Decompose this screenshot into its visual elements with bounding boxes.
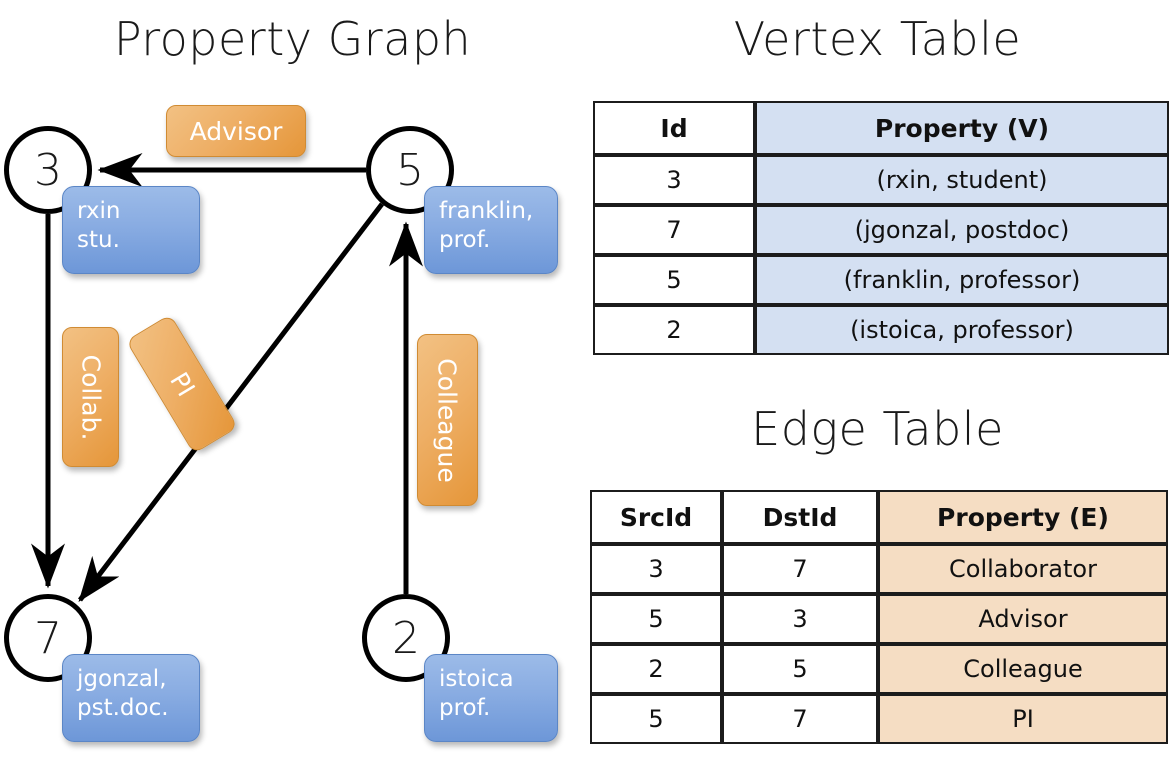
edge-label-collab-text: Collab. bbox=[76, 354, 105, 440]
edge-5-to-7-pi bbox=[78, 202, 384, 602]
edge-table-header-srcid: SrcId bbox=[590, 490, 722, 544]
edge-table-header-property: Property (E) bbox=[878, 490, 1168, 544]
table-row: 5 7 PI bbox=[590, 694, 1168, 744]
edge-cell-dst: 7 bbox=[722, 694, 878, 744]
edge-table-header-row: SrcId DstId Property (E) bbox=[590, 490, 1168, 544]
edge-table: SrcId DstId Property (E) 3 7 Collaborato… bbox=[590, 490, 1168, 744]
edge-cell-src: 5 bbox=[590, 694, 722, 744]
node-property-line2-5: prof. bbox=[439, 227, 491, 253]
edge-cell-property: Advisor bbox=[878, 594, 1168, 644]
table-row: 2 5 Colleague bbox=[590, 644, 1168, 694]
node-property-line1-7: jgonzal, bbox=[77, 666, 167, 692]
vertex-cell-id: 3 bbox=[593, 155, 755, 205]
table-row: 2 (istoica, professor) bbox=[593, 305, 1169, 355]
vertex-cell-id: 7 bbox=[593, 205, 755, 255]
vertex-cell-property: (franklin, professor) bbox=[755, 255, 1169, 305]
edge-cell-property: Colleague bbox=[878, 644, 1168, 694]
vertex-table: Id Property (V) 3 (rxin, student) 7 (jgo… bbox=[593, 101, 1169, 355]
node-property-line1-5: franklin, bbox=[439, 198, 534, 224]
edge-cell-property: Collaborator bbox=[878, 544, 1168, 594]
edge-cell-property: PI bbox=[878, 694, 1168, 744]
edge-cell-dst: 5 bbox=[722, 644, 878, 694]
vertex-table-header-id: Id bbox=[593, 101, 755, 155]
edge-cell-src: 2 bbox=[590, 644, 722, 694]
table-row: 5 3 Advisor bbox=[590, 594, 1168, 644]
node-property-callout-2: istoica prof. bbox=[424, 654, 558, 742]
graph-edges-layer bbox=[31, 153, 423, 602]
edge-cell-dst: 7 bbox=[722, 544, 878, 594]
edge-label-advisor: Advisor bbox=[166, 105, 306, 157]
node-property-line1-3: rxin bbox=[77, 198, 121, 224]
edge-cell-src: 5 bbox=[590, 594, 722, 644]
property-graph-diagram: 3 5 7 2 rxin stu. franklin, prof. jgonza… bbox=[4, 105, 558, 742]
edge-cell-src: 3 bbox=[590, 544, 722, 594]
edge-cell-dst: 3 bbox=[722, 594, 878, 644]
vertex-table-header-row: Id Property (V) bbox=[593, 101, 1169, 155]
edge-label-pi-text: PI bbox=[163, 366, 201, 402]
node-property-callout-3: rxin stu. bbox=[62, 186, 200, 274]
graph-node-5[interactable]: 5 bbox=[366, 126, 454, 214]
edge-label-colleague: Colleague bbox=[417, 334, 478, 506]
vertex-cell-property: (jgonzal, postdoc) bbox=[755, 205, 1169, 255]
table-row: 3 (rxin, student) bbox=[593, 155, 1169, 205]
node-property-callout-7: jgonzal, pst.doc. bbox=[62, 654, 200, 742]
vertex-cell-id: 2 bbox=[593, 305, 755, 355]
vertex-cell-id: 5 bbox=[593, 255, 755, 305]
edge-label-advisor-text: Advisor bbox=[189, 116, 283, 146]
table-row: 5 (franklin, professor) bbox=[593, 255, 1169, 305]
node-property-line1-2: istoica bbox=[439, 666, 514, 692]
edge-label-collab: Collab. bbox=[62, 327, 119, 467]
vertex-cell-property: (istoica, professor) bbox=[755, 305, 1169, 355]
vertex-table-header-property: Property (V) bbox=[755, 101, 1169, 155]
vertex-cell-property: (rxin, student) bbox=[755, 155, 1169, 205]
node-property-line2-3: stu. bbox=[77, 227, 120, 253]
graph-node-2[interactable]: 2 bbox=[362, 594, 450, 682]
node-property-line2-7: pst.doc. bbox=[77, 695, 169, 721]
edge-table-header-dstid: DstId bbox=[722, 490, 878, 544]
page-title-edge-table: Edge Table bbox=[751, 402, 1004, 456]
edge-label-colleague-text: Colleague bbox=[433, 357, 463, 483]
table-row: 3 7 Collaborator bbox=[590, 544, 1168, 594]
node-property-callout-5: franklin, prof. bbox=[424, 186, 558, 274]
page-title-property-graph: Property Graph bbox=[113, 12, 472, 66]
page-title-vertex-table: Vertex Table bbox=[733, 12, 1022, 66]
table-row: 7 (jgonzal, postdoc) bbox=[593, 205, 1169, 255]
node-property-line2-2: prof. bbox=[439, 695, 491, 721]
